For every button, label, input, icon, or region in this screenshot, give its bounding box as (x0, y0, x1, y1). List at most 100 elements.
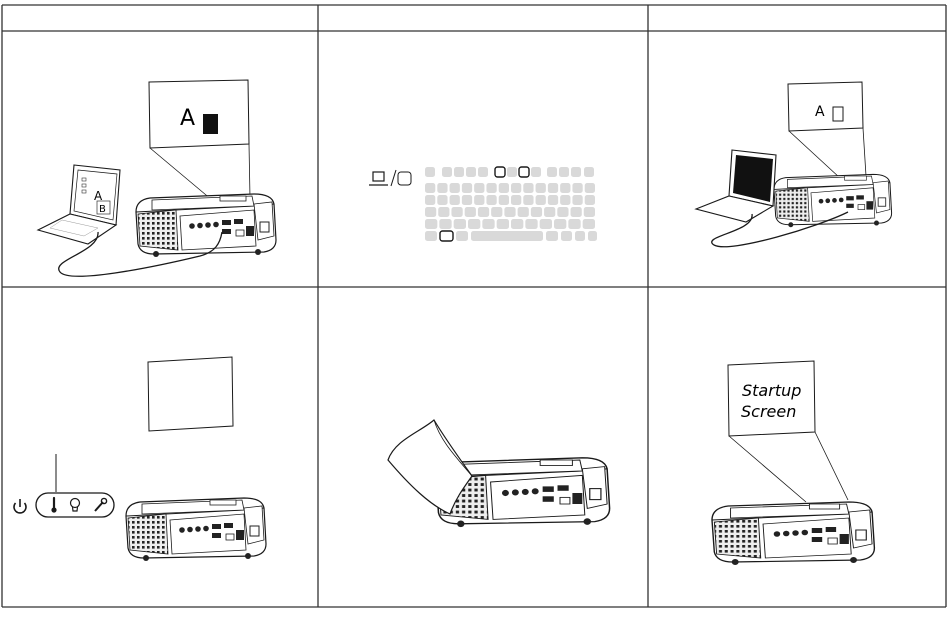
keyboard (425, 167, 597, 241)
keyboard-key (499, 183, 509, 193)
keyboard-key (584, 207, 595, 217)
function-key-icon (398, 172, 411, 185)
small-projected-glyph: A (815, 104, 825, 120)
keyboard-key (499, 195, 509, 205)
keyboard-key (478, 207, 489, 217)
keyboard-key (531, 207, 542, 217)
projection-screen (149, 80, 249, 148)
keyboard-key (504, 207, 515, 217)
blank-screen (148, 357, 233, 431)
keyboard-key (468, 219, 480, 229)
highlighted-key (440, 231, 453, 241)
projected-glyph: A (180, 106, 195, 131)
keyboard-key (572, 183, 582, 193)
keyboard-key (585, 195, 595, 205)
laptop-window-glyph: B (99, 204, 106, 215)
startup-line2: Screen (741, 402, 796, 421)
keyboard-key (478, 167, 488, 177)
keyboard-key (425, 195, 435, 205)
keyboard-key (425, 183, 435, 193)
keyboard-key (471, 231, 543, 241)
keyboard-key (560, 183, 570, 193)
keyboard-key (465, 207, 476, 217)
keyboard-key (425, 167, 435, 177)
panel-laptop-projector: A A B (38, 80, 276, 276)
keyboard-key (482, 219, 494, 229)
keyboard-key (511, 183, 521, 193)
status-light-bar (36, 493, 114, 517)
keyboard-key (561, 231, 572, 241)
keyboard-key (536, 183, 546, 193)
keyboard-key (544, 207, 555, 217)
keyboard-key (438, 207, 449, 217)
keyboard-key (568, 219, 580, 229)
keyboard-key (474, 183, 484, 193)
keyboard-key (559, 167, 569, 177)
keyboard-key (518, 207, 529, 217)
monitor-key-icon (369, 172, 388, 185)
keyboard-key (491, 207, 502, 217)
keyboard-key (466, 167, 476, 177)
keyboard-key (588, 231, 597, 241)
keyboard-key (425, 231, 437, 241)
keyboard-key (575, 231, 585, 241)
keyboard-key (462, 183, 472, 193)
keyboard-key (585, 183, 595, 193)
keyboard-key (425, 219, 437, 229)
keyboard-key (450, 183, 460, 193)
projected-dark-block (203, 114, 218, 134)
keyboard-key (584, 167, 594, 177)
keyboard-key (536, 195, 546, 205)
keyboard-key (439, 219, 451, 229)
keyboard-key (531, 167, 541, 177)
keyboard-key (511, 195, 521, 205)
keyboard-key (571, 167, 581, 177)
panel-status-lights (14, 357, 266, 561)
power-icon (14, 499, 26, 513)
keyboard-key (507, 167, 517, 177)
keyboard-key (554, 219, 566, 229)
keyboard-key (511, 219, 523, 229)
keyboard-key (525, 219, 537, 229)
keyboard-key (523, 195, 533, 205)
keyboard-key (486, 195, 496, 205)
panel-keyboard (369, 167, 597, 241)
keyboard-key (437, 183, 447, 193)
panel-blocked-vents (388, 420, 610, 527)
panel-startup: Startup Screen (712, 361, 874, 565)
keyboard-key (540, 219, 552, 229)
keyboard-key (583, 219, 595, 229)
highlighted-key (519, 167, 529, 177)
projection-screen-small (788, 82, 863, 131)
projector-4 (126, 498, 266, 561)
keyboard-key (548, 183, 558, 193)
keyboard-key (497, 219, 509, 229)
laptop: A B (38, 165, 120, 244)
keyboard-key (454, 219, 466, 229)
keyboard-key (442, 167, 452, 177)
keyboard-key (462, 195, 472, 205)
keyboard-key (474, 195, 484, 205)
keyboard-key (425, 207, 436, 217)
startup-line1: Startup (742, 381, 801, 400)
keyboard-key (450, 195, 460, 205)
keyboard-key (560, 195, 570, 205)
keyboard-key (523, 183, 533, 193)
projector-6 (712, 502, 874, 565)
highlighted-key (495, 167, 505, 177)
keyboard-key (547, 167, 557, 177)
keyboard-key (548, 195, 558, 205)
keyboard-key (571, 207, 582, 217)
laptop-dark (696, 150, 776, 222)
projector (136, 194, 276, 257)
keyboard-key (486, 183, 496, 193)
keyboard-key (451, 207, 462, 217)
keyboard-key (557, 207, 568, 217)
small-projected-block (833, 107, 843, 121)
keyboard-key (546, 231, 558, 241)
keyboard-key (454, 167, 464, 177)
panel-laptop-dark: A (696, 82, 892, 247)
keyboard-key (437, 195, 447, 205)
